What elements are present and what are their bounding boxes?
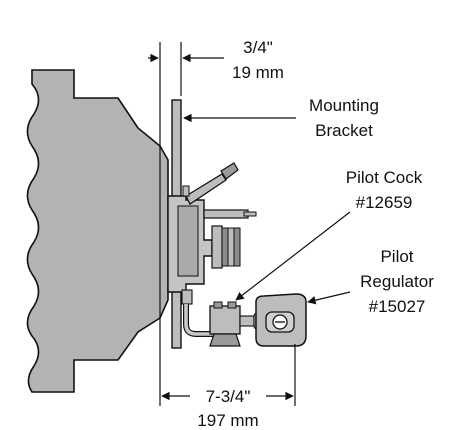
pilot-cock-label-line1: Pilot Cock bbox=[346, 168, 423, 187]
ribbed-connector bbox=[211, 225, 241, 269]
burner-body bbox=[26, 69, 169, 393]
pilot-cock-leader bbox=[235, 211, 351, 301]
bottom-dim-metric-label: 197 mm bbox=[197, 411, 258, 430]
pilot-regulator bbox=[255, 293, 307, 347]
pilot-regulator-label-line3: #15027 bbox=[369, 297, 426, 316]
top-dim-imperial-label: 3/4" bbox=[243, 38, 273, 57]
top-dim-metric-label: 19 mm bbox=[232, 63, 284, 82]
mounting-label-line1: Mounting bbox=[309, 96, 379, 115]
bottom-dim-imperial-label: 7-3/4" bbox=[206, 387, 251, 406]
spark-rod bbox=[182, 162, 239, 205]
gas-line bbox=[181, 289, 218, 337]
horizontal-rod bbox=[203, 209, 257, 219]
pilot-regulator-label-line2: Regulator bbox=[360, 272, 434, 291]
mounting-label-line2: Bracket bbox=[315, 121, 373, 140]
pilot-regulator-leader bbox=[307, 291, 351, 305]
pilot-regulator-label-line1: Pilot bbox=[380, 247, 413, 266]
pilot-cock-label-line2: #12659 bbox=[356, 193, 413, 212]
housing-face bbox=[177, 205, 199, 277]
